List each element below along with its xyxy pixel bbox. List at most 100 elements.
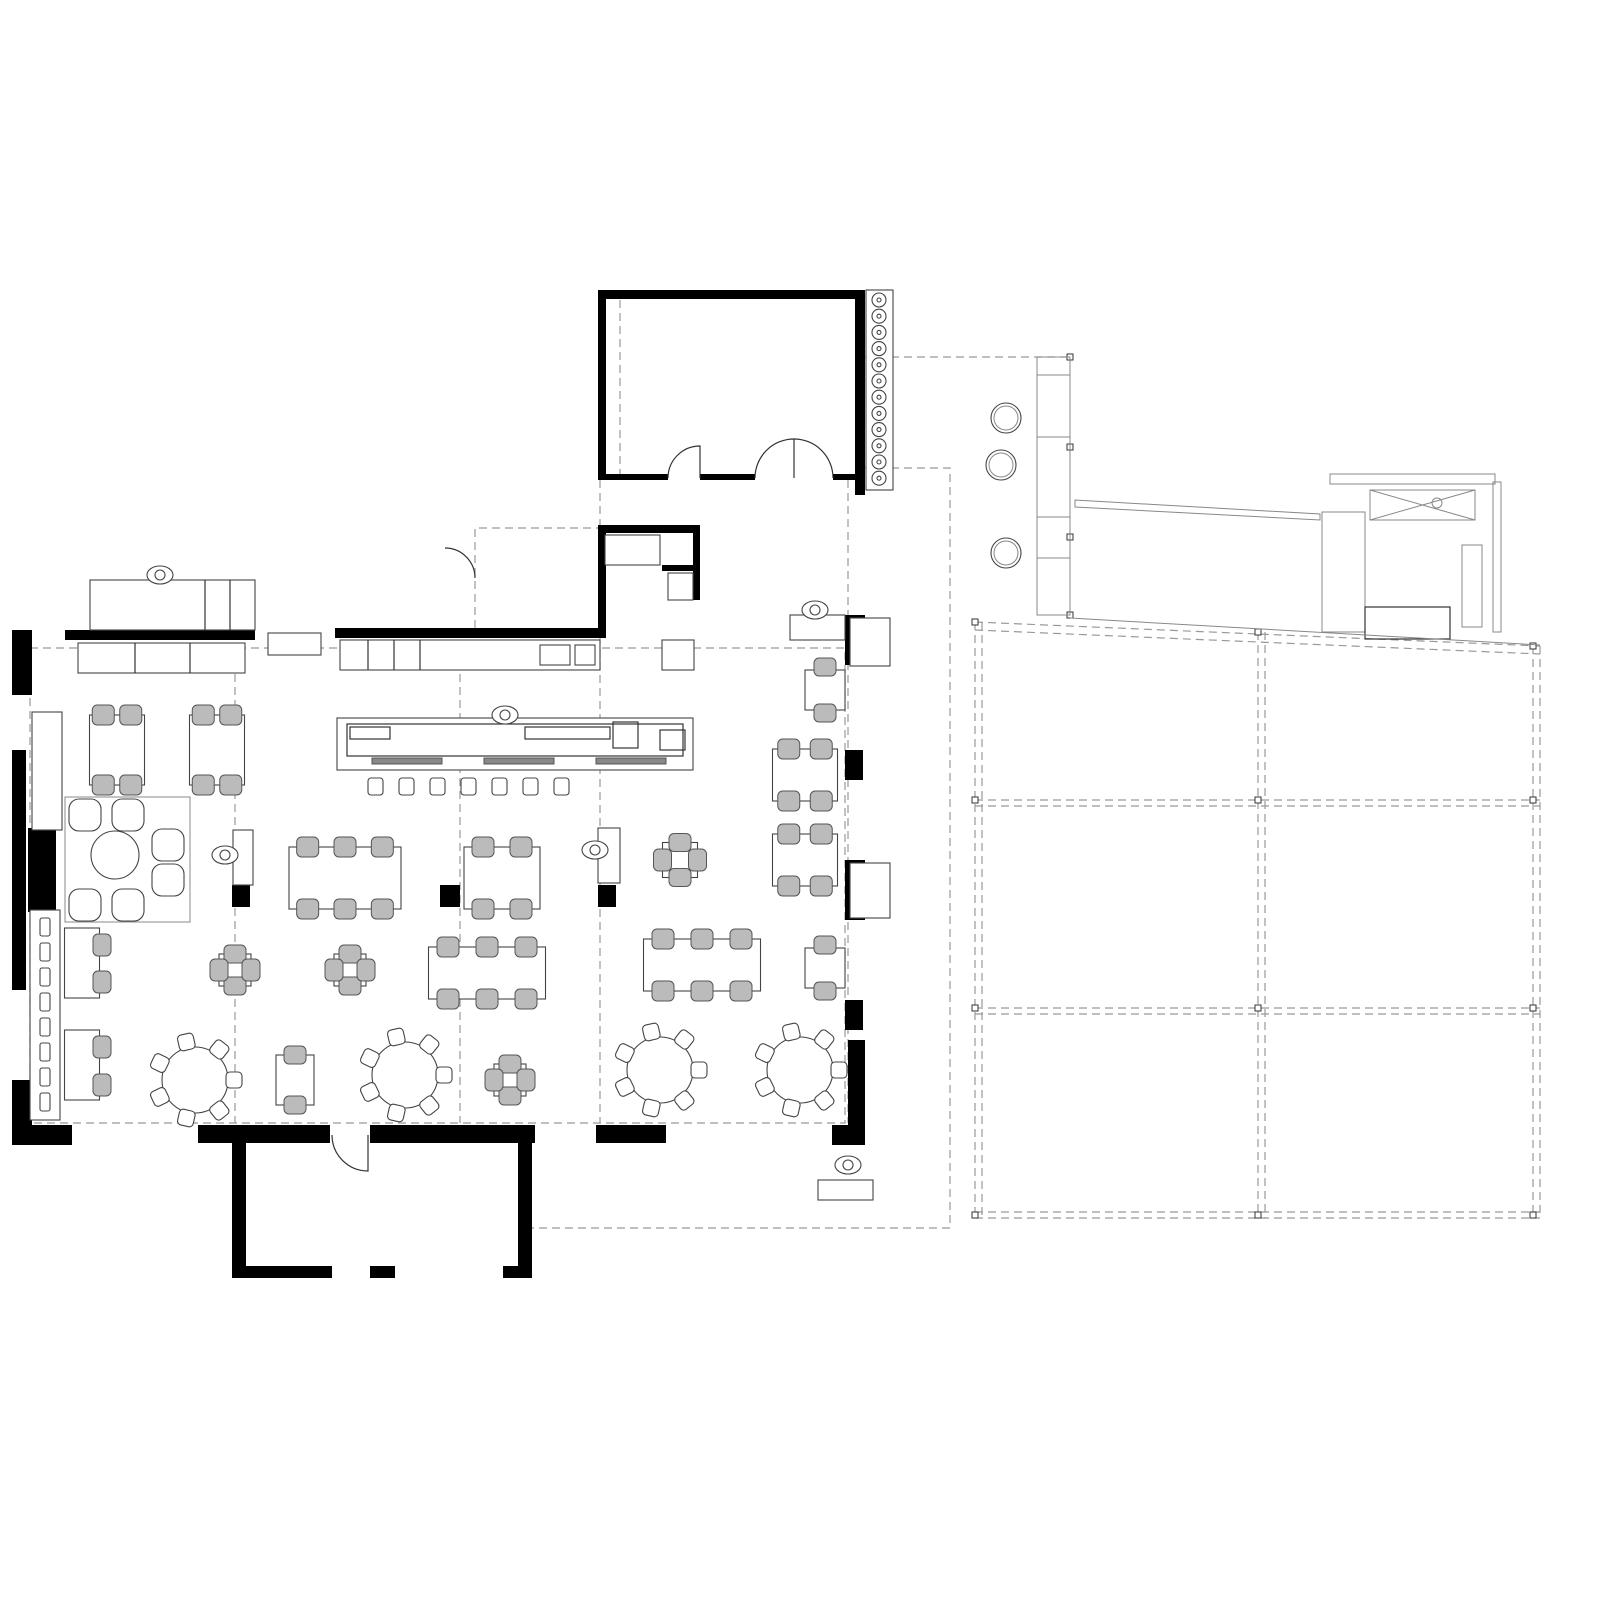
chair [509,836,533,858]
chair [641,1022,661,1042]
wine-barrel-center [876,475,882,481]
chair [359,1082,380,1102]
person-head [589,844,601,856]
chair [668,868,692,887]
chair [241,958,261,982]
bar-stool [491,777,508,796]
lounge-area [64,796,191,923]
chair [674,1090,695,1111]
chair [149,1053,170,1073]
person-head [219,849,231,861]
chair [690,1061,708,1079]
chair [813,935,837,955]
bench-seat [39,1017,51,1037]
column-post [1529,796,1537,804]
bar-stool [553,777,570,796]
bar-stool [398,777,415,796]
table [88,714,146,786]
bar-stool [367,777,384,796]
armchair [111,798,145,832]
wine-barrel-center [876,427,882,433]
chair [777,738,801,760]
chair [484,1068,504,1092]
chair [419,1095,440,1116]
table [804,669,846,711]
chair [653,848,672,872]
bench-seat [39,992,51,1012]
chair [435,1066,453,1084]
chair [209,958,229,982]
chair [729,980,753,1002]
chair [809,823,833,845]
wine-barrel-center [876,346,882,352]
chair [754,1077,775,1097]
chair [92,1035,112,1059]
chair [370,898,394,920]
person-head [154,569,166,581]
chair [651,980,675,1002]
column-post [971,618,979,626]
chair [219,774,243,796]
chair [777,875,801,897]
table [188,714,246,786]
chair [370,836,394,858]
chair [641,1098,661,1118]
chair [436,936,460,958]
chair [283,1045,307,1065]
armchair [68,798,102,832]
chair [119,774,143,796]
chair [814,1029,835,1050]
chair [176,1108,196,1128]
wine-barrel-center [876,394,882,400]
chair [119,704,143,726]
chair [91,774,115,796]
bench-seat [39,1092,51,1112]
chair [324,958,344,982]
chair [219,704,243,726]
chair [777,790,801,812]
chair [419,1034,440,1055]
chair [777,823,801,845]
wine-barrel-center [876,443,882,449]
chair [516,1068,536,1092]
chair [209,1039,230,1060]
chair [475,988,499,1010]
wine-barrel-center [876,362,882,368]
chair [436,988,460,1010]
chair [781,1098,801,1118]
chair [809,875,833,897]
armchair [151,828,185,862]
chair [209,1100,230,1121]
bench-seat [39,967,51,987]
walls [12,290,865,1278]
person-head [809,604,821,616]
chair [92,933,112,957]
chair [690,928,714,950]
chair [149,1087,170,1107]
chair [813,981,837,1001]
wine-barrel-center [876,297,882,303]
chair [809,790,833,812]
bench-seat [39,1042,51,1062]
column-post [1254,796,1262,804]
chair [92,970,112,994]
chair [690,980,714,1002]
chair [223,976,247,996]
person-head [842,1159,854,1171]
person-head [499,709,511,721]
chair [830,1061,848,1079]
bench-seat [39,917,51,937]
column-post [1254,628,1262,636]
chair [296,898,320,920]
wine-barrel-center [876,329,882,335]
bar-stool [429,777,446,796]
chair [338,944,362,964]
chair [91,704,115,726]
chair [359,1048,380,1068]
chair [223,944,247,964]
wine-barrel-center [876,313,882,319]
chair [509,898,533,920]
chair [781,1022,801,1042]
chair [514,988,538,1010]
